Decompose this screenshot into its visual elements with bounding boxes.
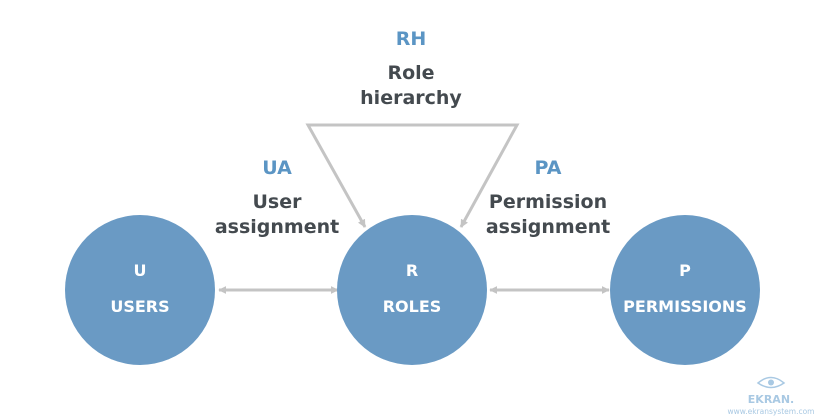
users-label: USERS: [110, 297, 169, 316]
users-circle: [65, 215, 215, 365]
role-hierarchy-line1: Role: [387, 62, 434, 84]
ekran-watermark: EKRAN. www.ekransystem.com: [727, 376, 815, 416]
roles-node: R ROLES: [337, 215, 487, 365]
roles-letter: R: [406, 261, 418, 280]
role-hierarchy-line2: hierarchy: [360, 87, 462, 109]
permissions-circle: [610, 215, 760, 365]
user-assignment-line2: assignment: [215, 216, 339, 238]
permissions-letter: P: [679, 261, 691, 280]
role-hierarchy-abbr: RH: [396, 28, 427, 50]
permissions-label: PERMISSIONS: [623, 297, 747, 316]
permission-assignment-line2: assignment: [486, 216, 610, 238]
eye-icon: [756, 376, 786, 389]
user-assignment-abbr: UA: [262, 157, 292, 179]
permission-assignment-line1: Permission: [489, 191, 607, 213]
permission-assignment-abbr: PA: [535, 157, 562, 179]
watermark-name: EKRAN.: [748, 393, 794, 406]
roles-label: ROLES: [383, 297, 442, 316]
role-hierarchy-connector: [305, 123, 520, 228]
watermark-url: www.ekransystem.com: [727, 407, 814, 416]
permissions-node: P PERMISSIONS: [610, 215, 760, 365]
roles-circle: [337, 215, 487, 365]
users-letter: U: [134, 261, 147, 280]
users-node: U USERS: [65, 215, 215, 365]
user-assignment-line1: User: [253, 191, 303, 213]
